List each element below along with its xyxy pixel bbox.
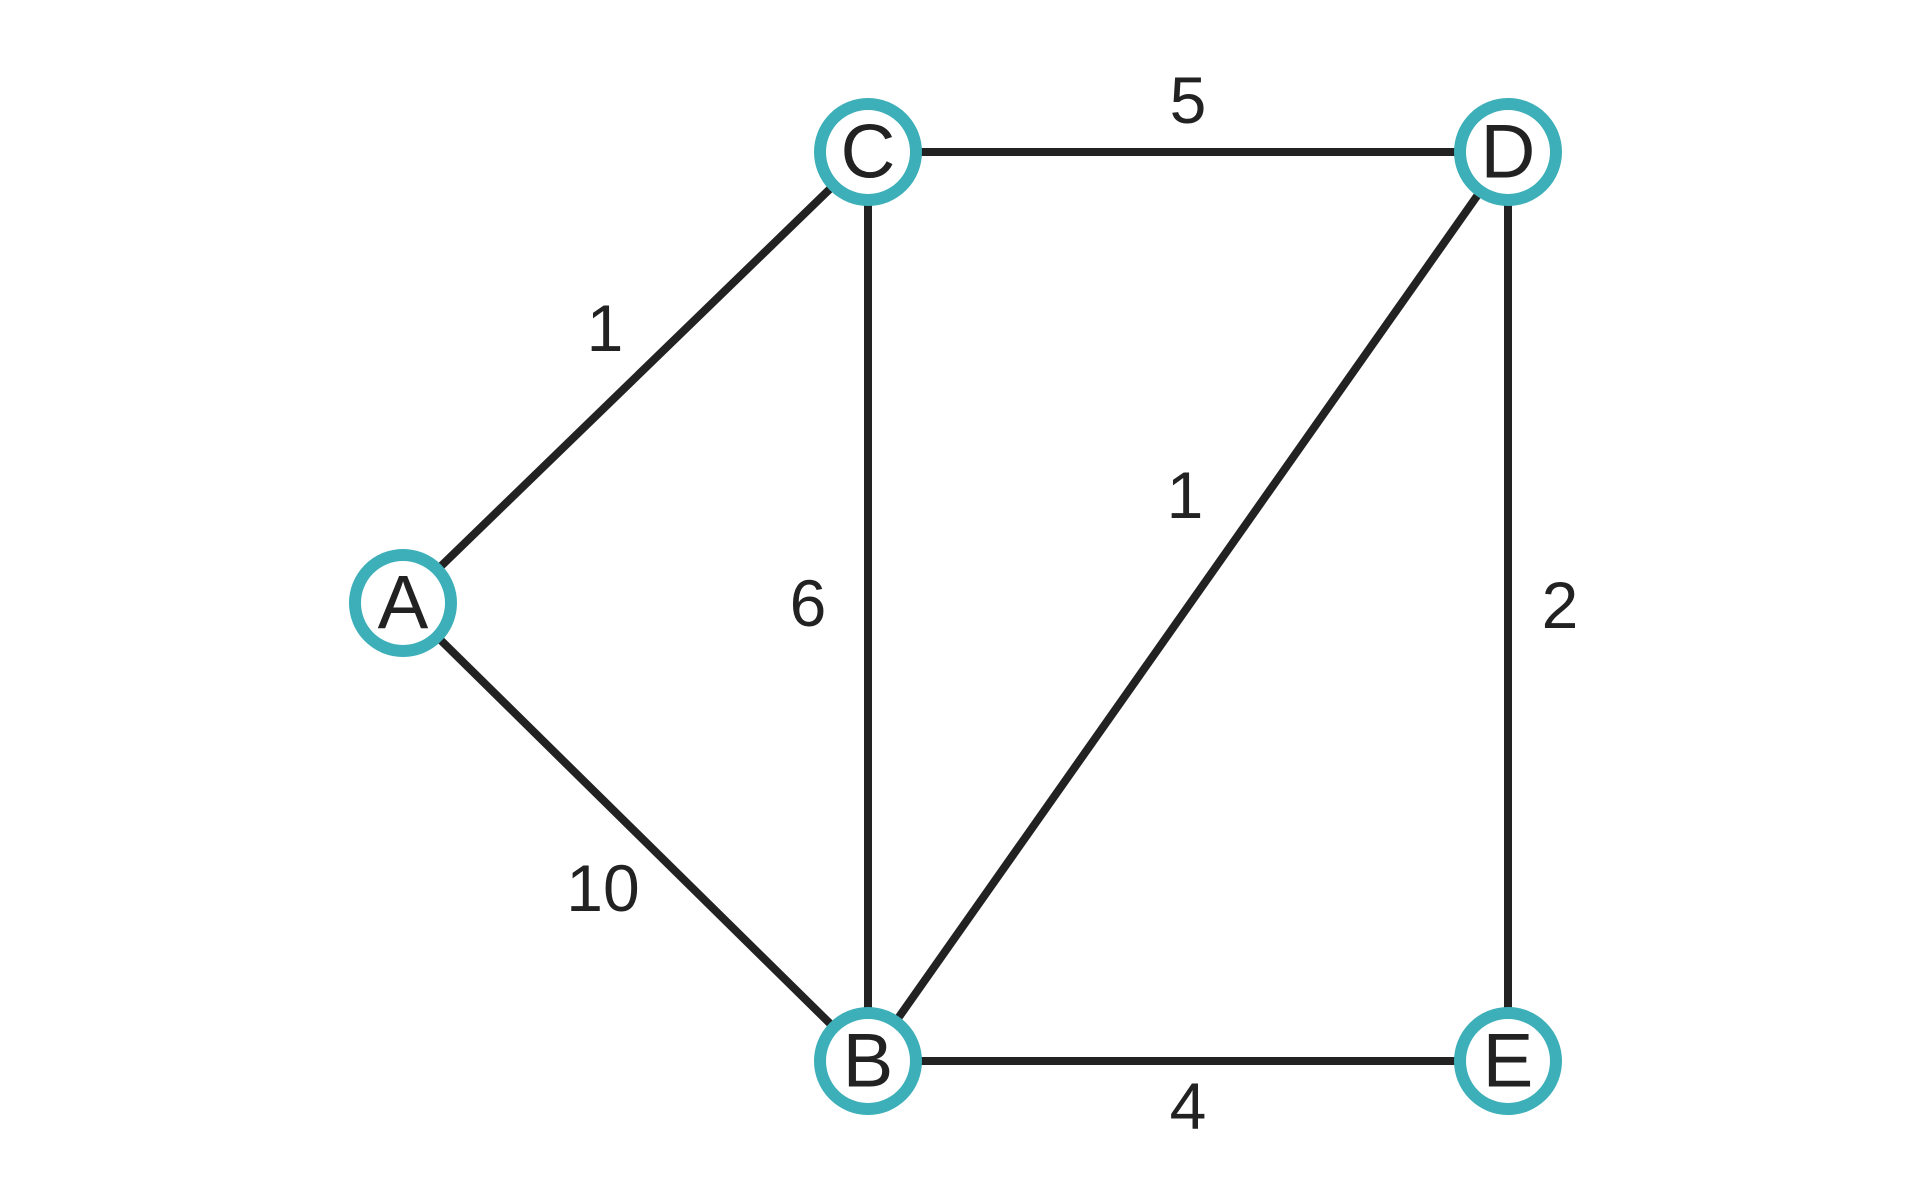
edge-weight-label-B-E: 4 bbox=[1170, 1069, 1207, 1143]
node-label-E: E bbox=[1483, 1019, 1534, 1104]
node-circle-C bbox=[814, 98, 922, 206]
graph-node-E: E bbox=[1454, 1007, 1562, 1115]
node-label-A: A bbox=[378, 561, 429, 646]
node-circle-E bbox=[1454, 1007, 1562, 1115]
node-circle-B bbox=[814, 1007, 922, 1115]
node-label-C: C bbox=[841, 110, 896, 195]
node-circle-D bbox=[1454, 98, 1562, 206]
node-label-B: B bbox=[843, 1019, 894, 1104]
edge-weight-label-C-B: 6 bbox=[790, 566, 827, 640]
edge-weight-label-D-E: 2 bbox=[1542, 568, 1579, 642]
edge-weight-label-C-D: 5 bbox=[1170, 63, 1207, 137]
edge-A-B bbox=[400, 600, 871, 1064]
edge-B-D bbox=[864, 149, 1512, 1064]
node-circle-A bbox=[349, 549, 457, 657]
edge-A-C bbox=[400, 149, 871, 606]
graph-node-C: C bbox=[814, 98, 922, 206]
node-label-D: D bbox=[1481, 110, 1536, 195]
edge-weight-label-B-D: 1 bbox=[1167, 458, 1204, 532]
graph-node-B: B bbox=[814, 1007, 922, 1115]
edge-weight-label-A-B: 10 bbox=[566, 851, 639, 925]
graph-node-A: A bbox=[349, 549, 457, 657]
edge-weight-label-A-C: 1 bbox=[587, 291, 624, 365]
graph-node-D: D bbox=[1454, 98, 1562, 206]
